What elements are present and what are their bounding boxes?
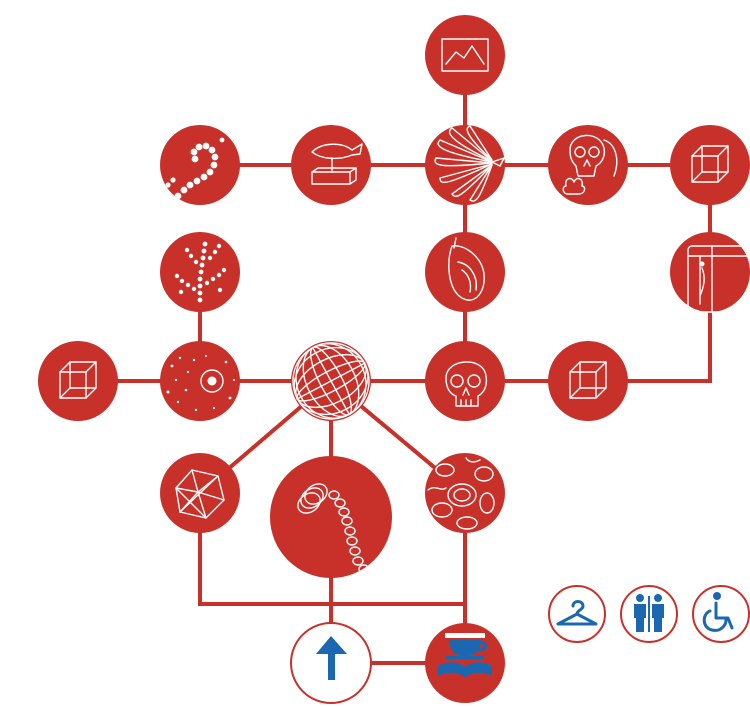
branching-coral-icon <box>174 241 227 303</box>
cup-book-icon <box>438 633 492 678</box>
node-bead-chain[interactable] <box>270 456 392 579</box>
node-cube-middle-right[interactable] <box>548 341 628 421</box>
service-cloakroom[interactable] <box>548 585 606 643</box>
node-pattern-sphere[interactable] <box>425 453 505 533</box>
node-branching-coral[interactable] <box>160 232 240 312</box>
cube-icon <box>59 361 97 399</box>
fan-coral-icon <box>434 125 505 202</box>
globe-icon <box>292 342 370 420</box>
node-globe[interactable] <box>282 331 379 430</box>
restroom-icon <box>634 594 664 632</box>
node-jar-specimen[interactable] <box>670 232 750 313</box>
service-restrooms[interactable] <box>620 585 678 643</box>
node-skull-hand[interactable] <box>548 125 628 205</box>
polyhedron-icon <box>175 469 225 519</box>
wheelchair-icon <box>702 592 734 632</box>
node-cafe-library[interactable] <box>425 623 505 703</box>
cell-sphere-icon <box>166 355 235 412</box>
node-fan-coral[interactable] <box>425 125 505 205</box>
node-fish-on-stand[interactable] <box>291 125 371 205</box>
node-landscape-picture[interactable] <box>425 15 505 95</box>
coat-hanger-icon <box>556 600 598 626</box>
pattern-sphere-icon <box>427 457 495 530</box>
up-arrow-icon <box>316 636 347 680</box>
cube-icon <box>569 361 607 399</box>
node-shell[interactable] <box>425 232 505 312</box>
service-accessibility[interactable] <box>692 585 750 643</box>
landscape-picture-icon <box>441 38 489 72</box>
node-skull[interactable] <box>425 341 505 421</box>
node-entrance[interactable] <box>290 622 372 704</box>
jar-specimen-icon <box>687 245 750 313</box>
skull-icon <box>445 361 488 407</box>
node-cube-top-right[interactable] <box>670 125 750 205</box>
node-polyhedron[interactable] <box>160 453 240 533</box>
node-cell-sphere[interactable] <box>160 341 240 421</box>
node-cube-left[interactable] <box>38 341 118 421</box>
skull-hand-icon <box>562 134 618 195</box>
shell-icon <box>448 237 485 301</box>
node-coral-strand[interactable] <box>160 125 240 205</box>
cube-icon <box>691 145 729 183</box>
fish-on-stand-icon <box>311 143 363 185</box>
